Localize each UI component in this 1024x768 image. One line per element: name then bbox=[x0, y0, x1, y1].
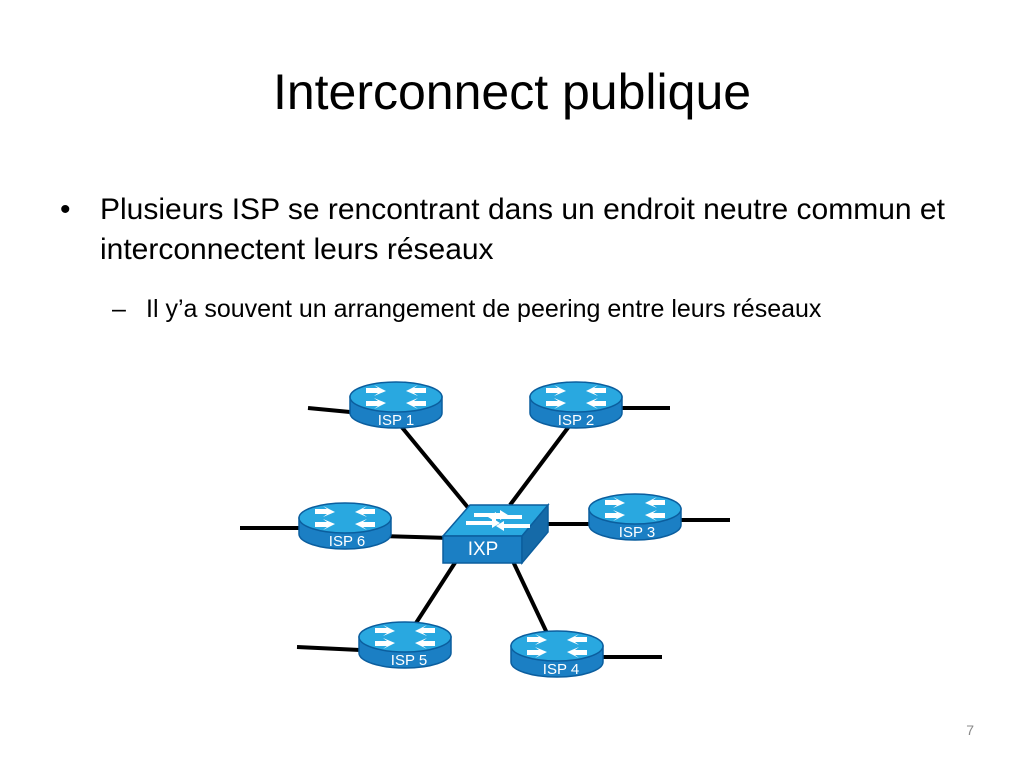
isp2-router-icon: ISP 2 bbox=[529, 381, 623, 429]
slide-title: Interconnect publique bbox=[272, 64, 752, 120]
isp4-router-icon: ISP 4 bbox=[510, 630, 604, 678]
page-number: 7 bbox=[966, 722, 974, 738]
sub-bullet-marker: – bbox=[112, 295, 126, 323]
ixp-label: IXP bbox=[468, 539, 499, 560]
isp1-router-icon: ISP 1 bbox=[349, 381, 443, 429]
isp2-label: ISP 2 bbox=[558, 412, 594, 429]
isp5-router-icon: ISP 5 bbox=[358, 621, 452, 669]
link-isp5-external bbox=[296, 645, 361, 652]
bullet-item: • Plusieurs ISP se rencontrant dans un e… bbox=[60, 190, 960, 270]
sub-bullet-text: Il y’a souvent un arrangement de peering… bbox=[146, 295, 822, 323]
isp1-label: ISP 1 bbox=[378, 412, 414, 429]
isp6-router-icon: ISP 6 bbox=[298, 502, 392, 550]
isp3-label: ISP 3 bbox=[619, 524, 655, 541]
isp6-label: ISP 6 bbox=[329, 533, 365, 550]
link-isp1-ixp bbox=[398, 423, 472, 512]
isp3-router-icon: ISP 3 bbox=[588, 493, 682, 541]
link-isp1-external bbox=[307, 406, 351, 414]
isp5-label: ISP 5 bbox=[391, 652, 427, 669]
bullet-marker: • bbox=[60, 193, 71, 226]
bullet-text: Plusieurs ISP se rencontrant dans un end… bbox=[100, 193, 945, 266]
ixp-switch-icon: IXP bbox=[441, 502, 550, 566]
isp4-label: ISP 4 bbox=[543, 661, 579, 678]
sub-bullet-item: – Il y’a souvent un arrangement de peeri… bbox=[112, 292, 912, 326]
link-isp2-ixp bbox=[508, 423, 572, 507]
